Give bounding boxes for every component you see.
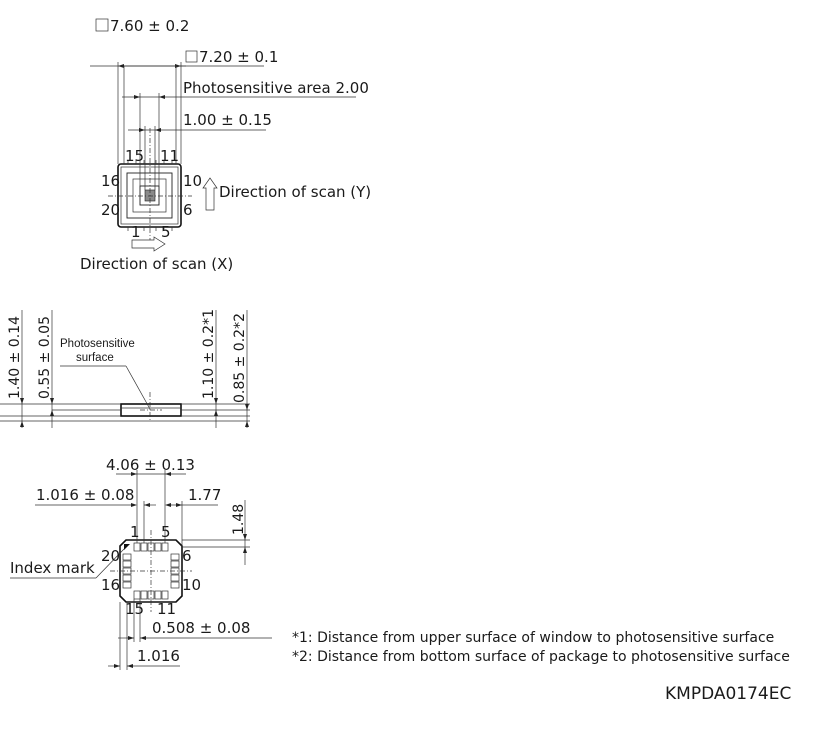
pin-label: 6: [183, 201, 193, 219]
surface-label-line1: Photosensitive: [60, 338, 135, 350]
dim-window-dist-label: 1.10 ± 0.2*1: [201, 309, 217, 399]
dim-span-label: 4.06 ± 0.13: [106, 456, 195, 474]
top-window-outer: [120, 166, 179, 225]
dim-bottom-dist-label: 0.85 ± 0.2*2: [232, 313, 248, 403]
dim-total-height-label: 1.40 ± 0.14: [7, 316, 23, 399]
dim-window-label: 7.20 ± 0.1: [199, 48, 278, 66]
pin-label: 15: [125, 600, 144, 618]
pin-label: 16: [101, 576, 120, 594]
square-symbol-icon: [185, 50, 198, 63]
dim-surface-label: 0.55 ± 0.05: [37, 316, 53, 399]
dim-pitch-label: 1.00 ± 0.15: [183, 111, 272, 129]
pin-label: 6: [182, 547, 192, 565]
pin-label: 10: [182, 576, 201, 594]
dim-offset-label: 1.016 ± 0.08: [36, 486, 134, 504]
dim-outer-label: 7.60 ± 0.2: [110, 17, 189, 35]
scan-x-arrow-icon: [131, 236, 166, 252]
scan-y-label: Direction of scan (Y): [219, 183, 371, 201]
pin-label: 20: [101, 547, 120, 565]
note-2: *2: Distance from bottom surface of pack…: [292, 649, 790, 665]
dim-1-48-label: 1.48: [231, 504, 247, 535]
index-mark-triangle: [124, 544, 130, 550]
scan-x-label: Direction of scan (X): [80, 255, 233, 273]
dim-area-label: Photosensitive area 2.00: [183, 79, 369, 97]
side-view: 1.40 ± 0.14 0.55 ± 0.05 1.10 ± 0.2*1 0.8…: [0, 309, 250, 428]
drawing-code: KMPDA0174EC: [665, 684, 791, 704]
pin-label: 1: [130, 523, 140, 541]
square-symbol-icon: [95, 18, 109, 32]
pin-label: 1: [131, 223, 141, 241]
index-mark-label: Index mark: [10, 559, 95, 577]
top-inner-frame: [132, 178, 167, 213]
pin-label: 15: [125, 147, 144, 165]
top-sensor-frame: [139, 185, 160, 206]
pin-label: 20: [101, 201, 120, 219]
bottom-view: 4.06 ± 0.13 1.016 ± 0.08 1.77 1.48 Index…: [10, 456, 272, 670]
dim-pitch-bottom-label: 1.016: [137, 647, 180, 665]
pin-label: 5: [161, 223, 171, 241]
note-1: *1: Distance from upper surface of windo…: [292, 630, 774, 646]
surface-label-line2: surface: [76, 352, 114, 364]
pin-label: 5: [161, 523, 171, 541]
dim-pad-label: 0.508 ± 0.08: [152, 619, 250, 637]
dim-1-77-label: 1.77: [188, 486, 221, 504]
top-window: [126, 172, 173, 219]
pin-label: 10: [183, 172, 202, 190]
pin-label: 11: [157, 600, 176, 618]
top-view: 7.60 ± 0.2 7.20 ± 0.1 Photosensitive are…: [80, 17, 371, 273]
scan-y-arrow-icon: [202, 177, 218, 211]
pin-label: 11: [160, 147, 179, 165]
pin-label: 16: [101, 172, 120, 190]
